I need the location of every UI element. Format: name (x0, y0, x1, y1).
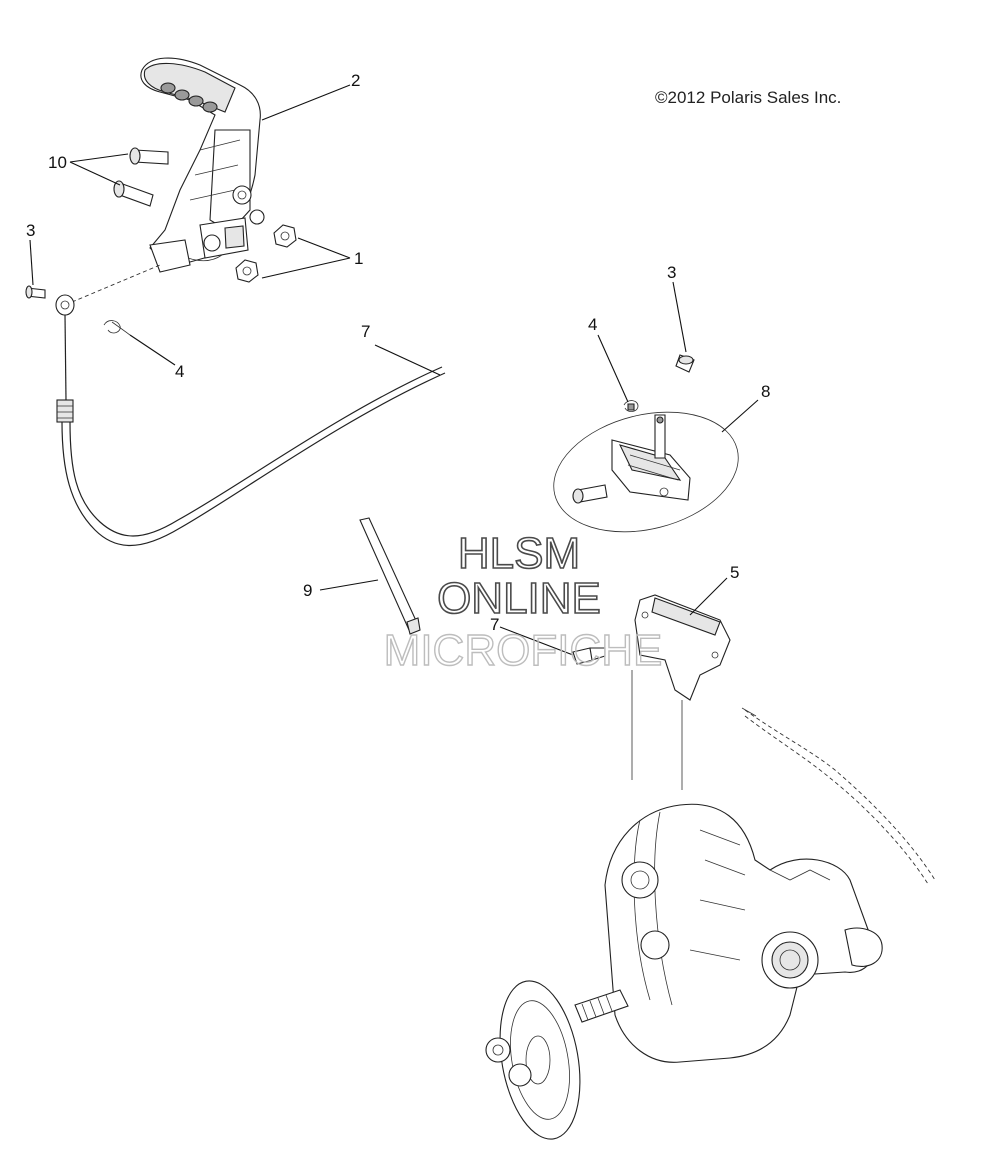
watermark-line-2: ONLINE (437, 574, 601, 623)
mounting-bracket (631, 594, 731, 790)
detail-ellipse (553, 411, 739, 533)
clevis-pin-left (25, 285, 46, 299)
callout-4: 4 (175, 362, 184, 381)
output-shaft (485, 989, 629, 1087)
rod (359, 517, 421, 635)
secondary-cable (741, 707, 936, 885)
callout-4-right: 4 (588, 315, 597, 334)
brake-cable (55, 294, 446, 546)
bolt-upper (129, 147, 169, 165)
clip-right (623, 400, 639, 412)
bracket-bolt (572, 484, 608, 504)
callout-9: 9 (303, 581, 312, 600)
leader-lines (29, 84, 759, 656)
brake-disc (499, 980, 581, 1140)
copyright-text: ©2012 Polaris Sales Inc. (655, 88, 841, 107)
brake-lever-assembly (140, 57, 265, 273)
callout-8: 8 (761, 382, 770, 401)
nut-lower (235, 259, 259, 283)
nut-upper (273, 224, 297, 248)
transmission-assembly (604, 803, 883, 1063)
watermark: HLSM ONLINE MICROFICHE (383, 528, 663, 676)
callout-5: 5 (730, 563, 739, 582)
brake-switch-bracket (611, 414, 691, 501)
callout-7: 7 (490, 615, 499, 634)
clevis-pin-right (675, 354, 695, 373)
assembly-dash-line (71, 264, 161, 303)
callout-2: 2 (351, 71, 360, 90)
clip-left (103, 320, 131, 336)
callout-3: 3 (26, 221, 35, 240)
callout-6: 7 (361, 322, 370, 341)
callout-3-right: 3 (667, 263, 676, 282)
watermark-line-1: HLSM (458, 529, 580, 578)
callout-10: 10 (48, 153, 67, 172)
mount-bolt (572, 647, 606, 665)
bolt-lower (113, 180, 154, 207)
callout-1: 1 (354, 249, 363, 268)
watermark-line-3: MICROFICHE (384, 626, 663, 675)
